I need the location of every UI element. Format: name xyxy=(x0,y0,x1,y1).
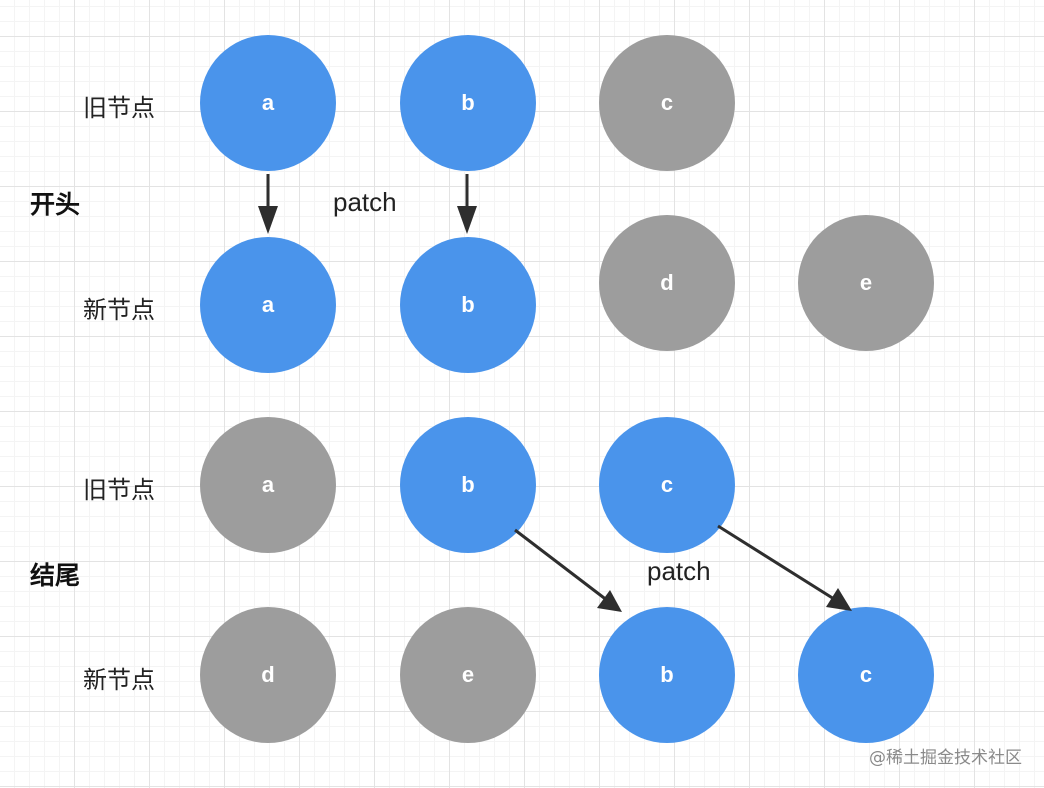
node-start-old-b: b xyxy=(400,35,536,171)
node-end-old-a: a xyxy=(200,417,336,553)
node-end-old-b: b xyxy=(400,417,536,553)
arrow-start-b-head xyxy=(457,206,477,234)
arrow-end-b xyxy=(514,528,613,606)
section-label-end: 结尾 xyxy=(30,561,81,590)
node-end-new-e: e xyxy=(400,607,536,743)
arrow-start-a-head xyxy=(258,206,278,234)
node-end-new-c: c xyxy=(798,607,934,743)
node-start-new-d: d xyxy=(599,215,735,351)
node-end-new-b: b xyxy=(599,607,735,743)
row-label-new-end: 新节点 xyxy=(83,666,155,694)
section-label-start: 开头 xyxy=(30,190,81,219)
row-label-new-start: 新节点 xyxy=(83,296,155,324)
node-end-new-d: d xyxy=(200,607,336,743)
patch-label-end: patch xyxy=(647,556,711,586)
node-start-new-a: a xyxy=(200,237,336,373)
node-start-old-a: a xyxy=(200,35,336,171)
node-start-new-b: b xyxy=(400,237,536,373)
watermark-text: @稀土掘金技术社区 xyxy=(869,748,1022,768)
arrow-end-c xyxy=(717,524,843,606)
arrow-end-b-head xyxy=(597,590,622,612)
node-end-old-c: c xyxy=(599,417,735,553)
arrow-end-c-head xyxy=(826,588,852,611)
node-start-old-c: c xyxy=(599,35,735,171)
patch-label-start: patch xyxy=(333,187,397,217)
node-start-new-e: e xyxy=(798,215,934,351)
row-label-old-start: 旧节点 xyxy=(83,94,155,122)
row-label-old-end: 旧节点 xyxy=(83,476,155,504)
